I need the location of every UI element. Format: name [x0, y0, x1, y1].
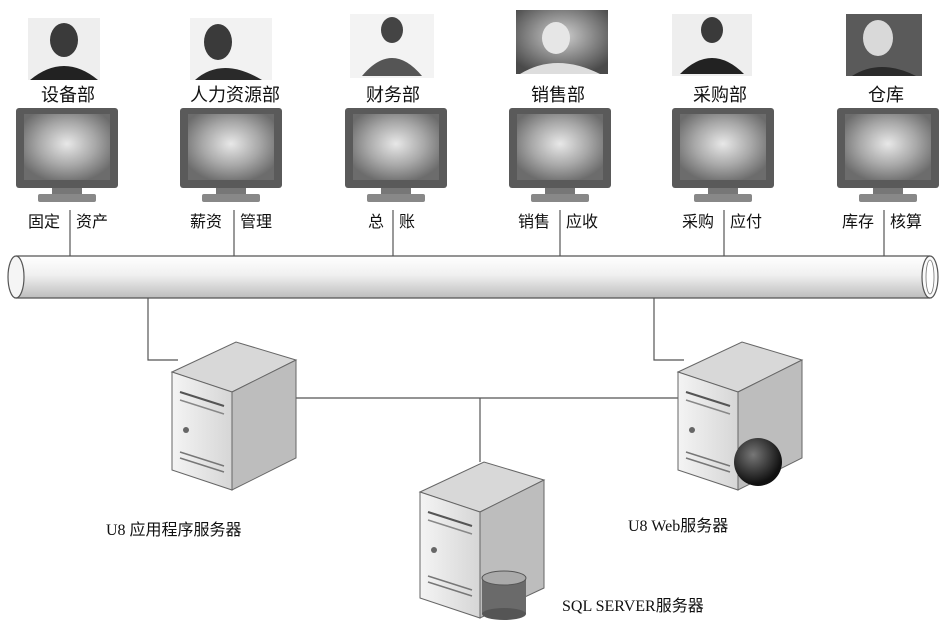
module-label-costing: 核算: [890, 212, 923, 231]
photo-hr-dept: [190, 18, 272, 80]
dept-name-hr: 人力资源部: [190, 85, 280, 106]
network-bus: [7, 255, 939, 299]
module-label-payable: 应付: [730, 212, 763, 231]
web-server: [676, 341, 804, 491]
monitor-sales: [509, 108, 611, 202]
photo-equipment-dept: [28, 18, 100, 80]
dept-name-equipment: 设备部: [41, 85, 95, 106]
monitors: [16, 108, 939, 202]
monitor-finance: [345, 108, 447, 202]
monitor-equipment: [16, 108, 118, 202]
photo-finance-dept: [350, 14, 434, 78]
module-connectors: [69, 210, 885, 258]
module-label-purchase: 采购: [682, 212, 715, 231]
module-label-management: 管理: [240, 212, 273, 231]
dept-name-sales: 销售部: [531, 85, 585, 106]
module-label-payroll: 薪资: [190, 212, 223, 231]
globe-icon: [734, 438, 782, 486]
module-label-fixed: 固定: [28, 212, 61, 231]
photo-purchasing-dept: [672, 14, 752, 76]
module-label-general: 总: [368, 212, 385, 231]
photo-warehouse-dept: [846, 14, 922, 76]
module-label-ledger: 账: [399, 212, 416, 231]
monitor-hr: [180, 108, 282, 202]
web-server-label: U8 Web服务器: [628, 518, 729, 535]
module-label-inventory: 库存: [842, 212, 875, 231]
app-server: [170, 341, 298, 491]
dept-name-warehouse: 仓库: [868, 85, 904, 106]
module-label-assets: 资产: [76, 212, 109, 231]
monitor-warehouse: [837, 108, 939, 202]
department-photos: [28, 10, 922, 80]
dept-name-purchasing: 采购部: [693, 85, 747, 106]
database-icon: [481, 570, 527, 620]
module-label-receivable: 应收: [566, 212, 599, 231]
dept-name-finance: 财务部: [366, 85, 420, 106]
sql-server-label: SQL SERVER服务器: [562, 598, 704, 615]
server-connectors: [147, 298, 684, 462]
sql-server: [418, 461, 546, 620]
monitor-purchasing: [672, 108, 774, 202]
photo-sales-dept: [516, 10, 608, 74]
module-label-sales: 销售: [518, 212, 551, 231]
app-server-label: U8 应用程序服务器: [106, 522, 242, 539]
